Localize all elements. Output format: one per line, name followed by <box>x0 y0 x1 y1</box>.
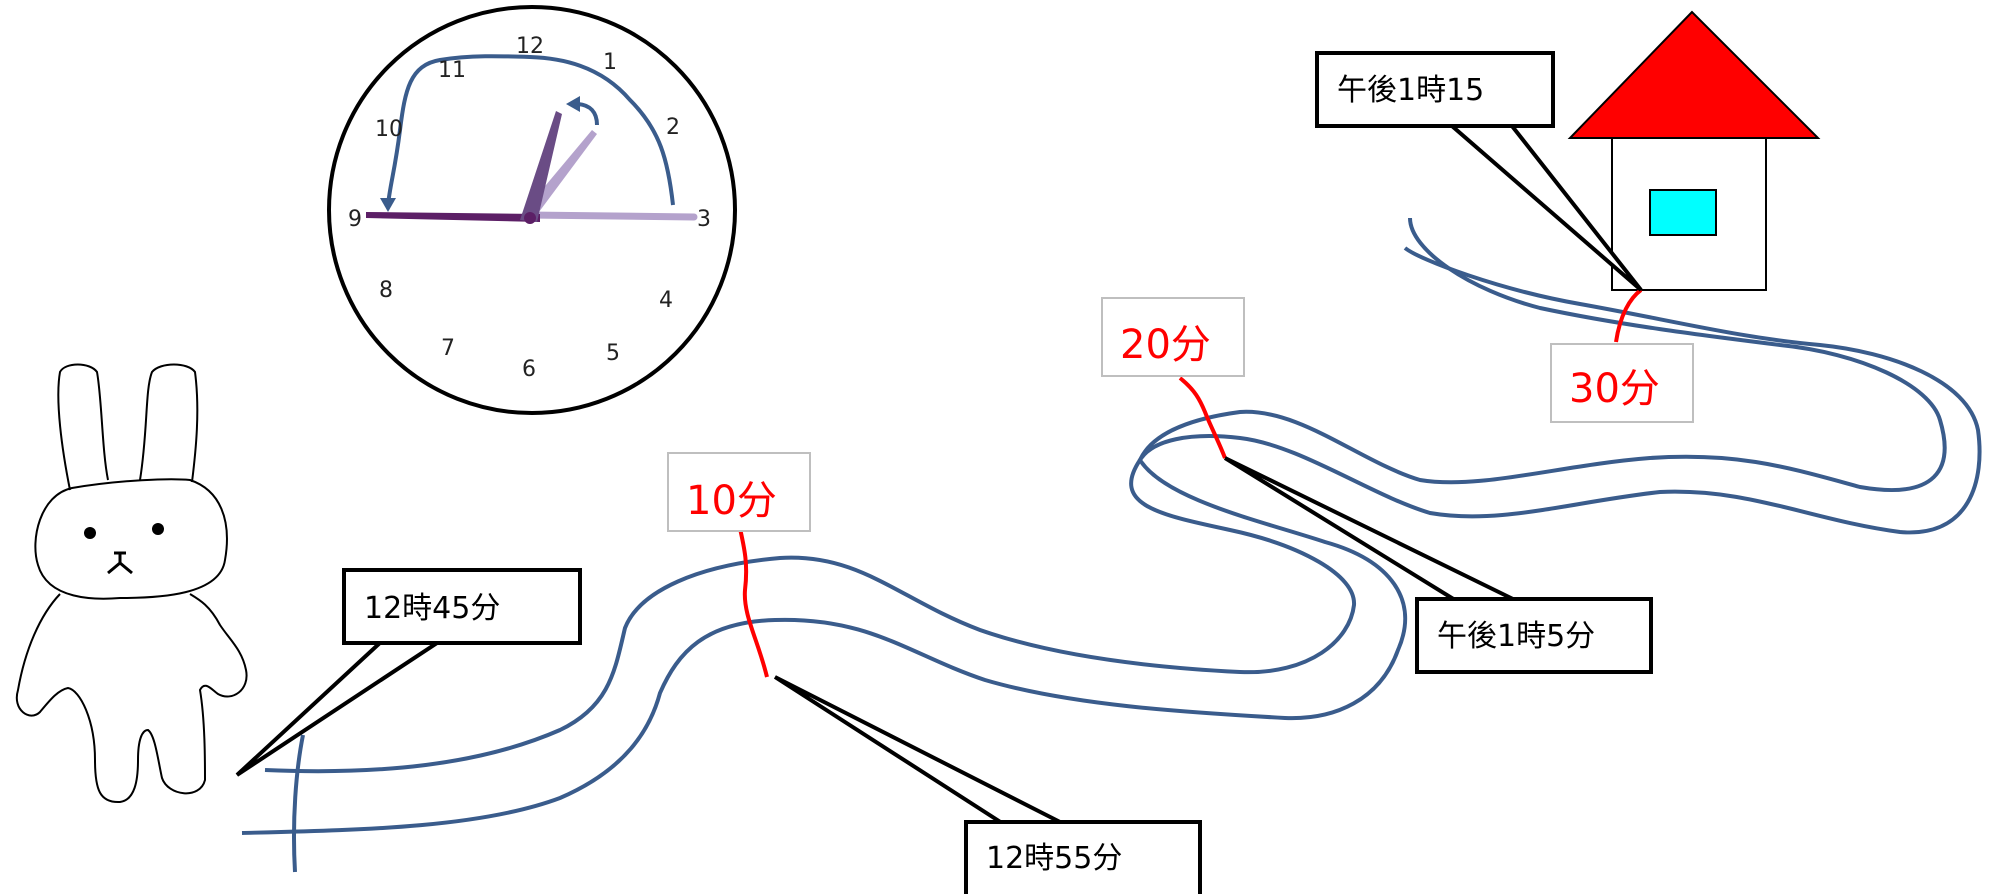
rabbit-body <box>15 593 248 804</box>
marker-30min <box>1614 288 1643 343</box>
clock-number-5: 5 <box>606 341 620 366</box>
hour-hand <box>520 111 562 222</box>
road-edge-lower <box>241 246 1982 835</box>
elapsed-label-10-box <box>667 452 811 532</box>
callout-time-1: 12時55分 <box>986 841 1122 876</box>
minute-hand <box>366 212 540 222</box>
clock-center <box>524 212 536 224</box>
small-arrowhead <box>566 96 580 112</box>
clock-number-1: 1 <box>603 50 617 75</box>
clock-number-12: 12 <box>516 34 544 59</box>
clock-number-3: 3 <box>697 207 711 232</box>
callout-t1-box <box>964 820 1202 894</box>
marker-10min <box>737 523 769 678</box>
rabbit-mouth <box>107 551 133 575</box>
elapsed-arc <box>386 54 675 206</box>
rabbit-head <box>34 478 228 600</box>
callout-start-time: 12時45分 <box>364 591 500 626</box>
callout-arrival-time: 午後1時15 <box>1337 73 1484 108</box>
elapsed-label-20-box <box>1101 297 1245 377</box>
callout-t2-pointer <box>1223 456 1516 602</box>
callout-start-pointer <box>235 639 447 777</box>
clock-number-10: 10 <box>375 117 403 142</box>
analog-clock: 12 1 2 3 4 5 6 7 8 9 10 11 <box>327 5 737 415</box>
side-street <box>292 734 305 873</box>
elapsed-label-30-box <box>1550 343 1694 423</box>
callout-start-box <box>342 568 582 645</box>
rabbit-ear-left <box>57 363 109 491</box>
elapsed-label-10min: 10分 <box>686 478 777 524</box>
marker-20min <box>1178 376 1227 459</box>
callout-time-2: 午後1時5分 <box>1437 619 1595 654</box>
rabbit-eye-right <box>152 523 164 535</box>
callout-t1-pointer <box>773 675 1063 825</box>
clock-number-9: 9 <box>348 207 362 232</box>
rabbit <box>15 363 248 804</box>
winding-road <box>241 217 1982 873</box>
house <box>1567 10 1821 291</box>
elapsed-labels: 10分 20分 30分 <box>667 297 1694 532</box>
rabbit-ear-right <box>139 363 199 483</box>
clock-number-6: 6 <box>522 357 536 382</box>
elapsed-label-20min: 20分 <box>1120 322 1211 368</box>
minute-hand-faded <box>524 211 698 221</box>
clock-number-7: 7 <box>441 336 455 361</box>
house-window <box>1649 189 1717 236</box>
arc-arrowhead <box>380 198 396 212</box>
clock-number-2: 2 <box>666 115 680 140</box>
time-callouts: 12時45分 12時55分 午後1時5分 午後1時15 <box>235 51 1653 894</box>
small-arrow <box>577 102 599 126</box>
callout-t2-box <box>1415 597 1653 674</box>
callout-arrival-box <box>1315 51 1555 128</box>
clock-number-11: 11 <box>438 58 466 83</box>
rabbit-eye-left <box>84 527 96 539</box>
house-roof <box>1567 10 1821 139</box>
clock-number-4: 4 <box>659 288 673 313</box>
elapsed-label-30min: 30分 <box>1569 366 1660 412</box>
clock-number-8: 8 <box>379 278 393 303</box>
distance-markers <box>737 288 1643 678</box>
road-edge-upper <box>264 217 1947 774</box>
